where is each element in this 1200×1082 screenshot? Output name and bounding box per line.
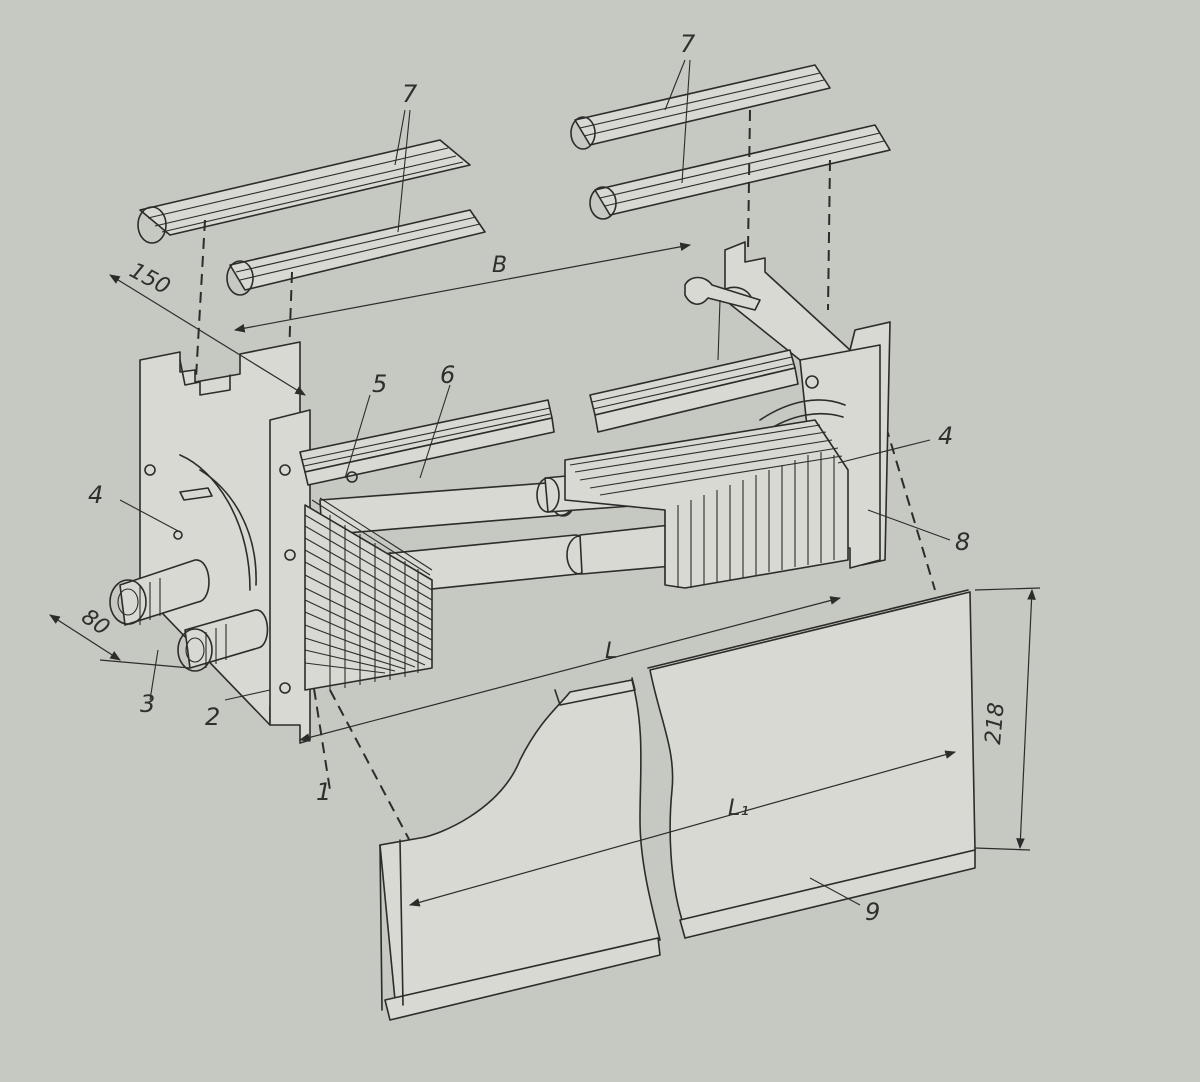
fin-block-right <box>564 419 849 589</box>
top-rod-right-front <box>589 124 891 220</box>
top-rod-right-back <box>570 64 831 150</box>
label-part-7-right: 7 <box>680 30 696 58</box>
dim-depth-label: 150 <box>125 258 174 300</box>
part-leaders <box>119 384 951 906</box>
pipe-connectors <box>109 559 269 672</box>
top-guide-right <box>589 349 799 433</box>
label-part-4-left: 4 <box>88 481 103 509</box>
top-rod-left-front <box>226 209 486 296</box>
label-part-7-left: 7 <box>402 80 418 108</box>
dim-distance-label: B <box>492 253 507 278</box>
label-group: 7 7 5 6 4 4 8 3 2 1 9 150 B 80 L L₁ 218 <box>77 30 1010 926</box>
top-guide-left <box>299 399 555 486</box>
dimension-lines <box>49 242 1041 907</box>
dim-length-label: L <box>605 639 617 664</box>
label-part-4-right: 4 <box>938 422 953 450</box>
label-part-8: 8 <box>955 528 970 556</box>
leaders-part-7 <box>394 59 691 233</box>
dim-height-label: 218 <box>981 702 1010 746</box>
label-part-3: 3 <box>140 690 155 718</box>
left-end-plate <box>139 341 311 744</box>
dim-casing-length-label: L₁ <box>728 796 749 821</box>
front-casing <box>379 589 976 1021</box>
top-rod-left-back <box>137 139 471 244</box>
label-part-2: 2 <box>205 703 220 731</box>
label-part-6: 6 <box>440 361 455 389</box>
label-part-1: 1 <box>316 778 331 806</box>
label-part-5: 5 <box>372 370 387 398</box>
label-part-9: 9 <box>865 898 880 926</box>
